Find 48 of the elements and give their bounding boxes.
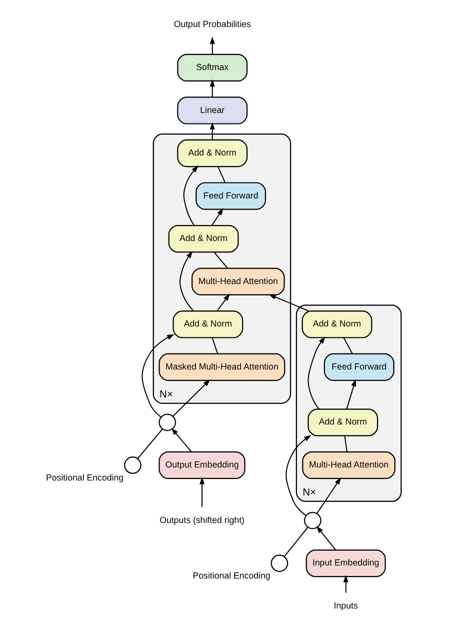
arrow: [141, 334, 174, 418]
node-box: Add & Norm: [176, 139, 248, 168]
arrow: [209, 122, 214, 140]
arrow: [316, 526, 336, 550]
node-box: Add & Norm: [307, 408, 378, 436]
node-box: Add & Norm: [172, 310, 243, 338]
node-box: Multi-Head Attention: [302, 451, 395, 480]
arrow: [170, 428, 192, 452]
arrow: [307, 336, 325, 410]
node-box: Add & Norm: [301, 310, 372, 338]
node-box: Output Embedding: [158, 451, 245, 480]
node-box: Multi-Head Attention: [191, 268, 284, 296]
arrow: [285, 434, 311, 516]
node-text: Inputs: [333, 600, 358, 610]
node-circle: [303, 512, 321, 530]
node-box: Masked Multi-Head Attention: [158, 353, 285, 381]
node-box: Softmax: [176, 54, 248, 82]
arrow: [199, 477, 204, 508]
node-circle: [158, 414, 176, 432]
arrow: [346, 379, 356, 410]
arrow: [172, 379, 210, 417]
arrow: [342, 575, 348, 593]
node-circle: [124, 456, 141, 474]
node-label: Positional Encoding: [46, 472, 124, 482]
connector: [216, 166, 226, 183]
connector: [211, 337, 218, 354]
connector: [342, 337, 352, 354]
arrow: [316, 477, 341, 514]
arrow: [268, 294, 308, 312]
node-box: Feed Forward: [323, 353, 394, 381]
connector: [344, 436, 347, 452]
arrow: [209, 36, 214, 54]
node-label: Positional Encoding: [192, 570, 270, 580]
node-text: Output Probabilities: [173, 19, 250, 30]
node-text: Outputs (shifted right): [159, 514, 244, 525]
arrow: [216, 294, 230, 312]
arrow: [178, 251, 194, 312]
node-box: Feed Forward: [195, 182, 266, 210]
connector: [213, 252, 228, 269]
node-box: Input Embedding: [305, 549, 386, 578]
arrow: [209, 79, 214, 98]
arrow: [182, 165, 198, 226]
connector: [283, 527, 308, 557]
node-box: Linear: [176, 96, 248, 124]
node-circle: [270, 554, 288, 572]
connector: [136, 428, 162, 459]
arrow: [210, 208, 223, 226]
node-box: Add & Norm: [168, 224, 238, 253]
